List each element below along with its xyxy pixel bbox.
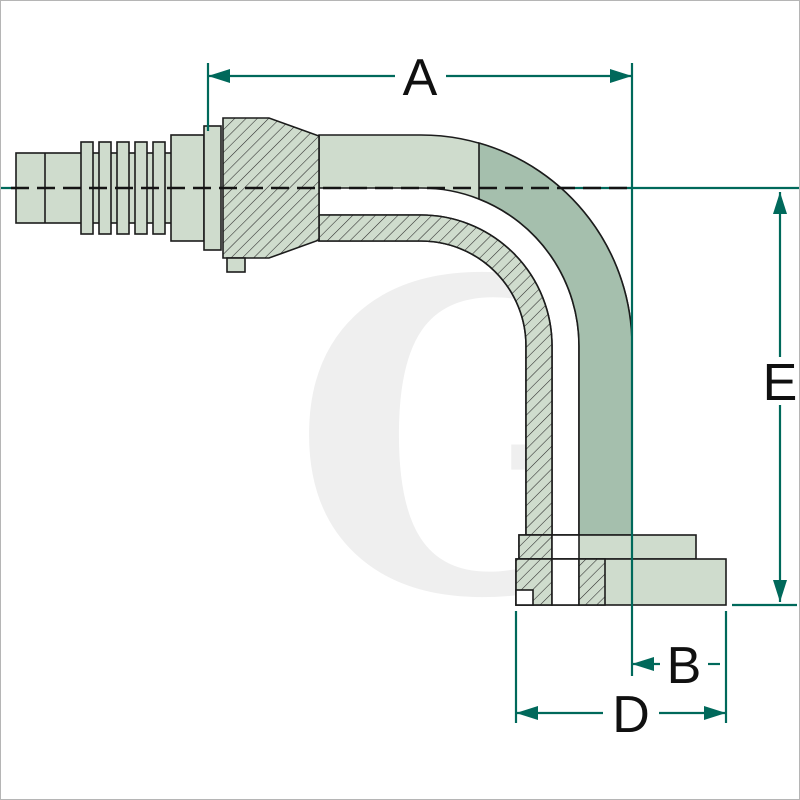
dimension-b-label: B — [667, 637, 702, 695]
dimension-d-label: D — [612, 686, 650, 744]
dimension-b: B — [632, 637, 720, 695]
weld-collar — [518, 534, 697, 560]
dimension-a-label: A — [403, 49, 438, 107]
dimension-a: A — [208, 49, 632, 107]
dimensions: A E B D — [206, 49, 798, 744]
flange — [515, 558, 727, 606]
dimension-e: E — [763, 192, 798, 602]
fitting-body — [15, 117, 727, 606]
dimension-e-label: E — [763, 354, 798, 412]
dimension-d: D — [516, 686, 726, 744]
flange-pilot-step — [515, 589, 534, 606]
collar-tab — [226, 257, 246, 273]
